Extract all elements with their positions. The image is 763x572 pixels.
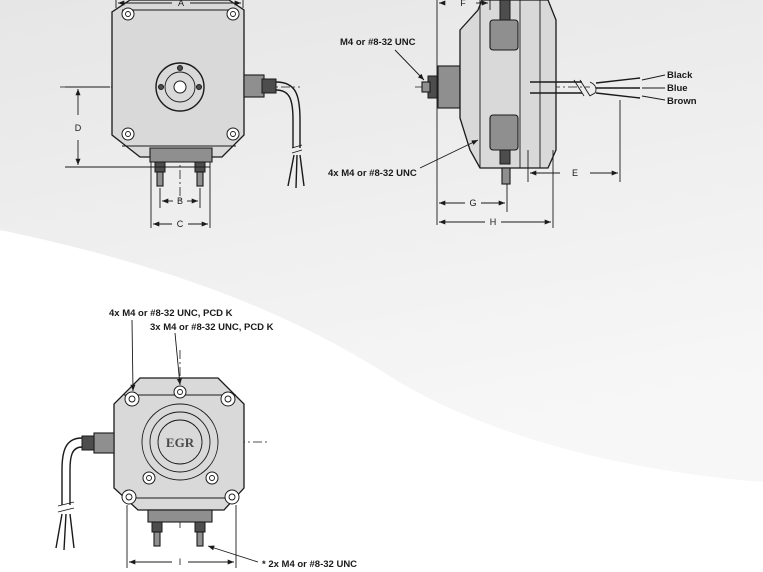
dim-e-label: E [572,168,578,178]
callout-rear-studs: * 2x M4 or #8-32 UNC [262,559,357,570]
callout-rear-outer-holes: 4x M4 or #8-32 UNC, PCD K [109,308,233,319]
rear-view: EGR 4x M4 or #8-32 UNC, PCD K 3x M4 or [55,308,357,570]
wire-color-brown: Brown [667,96,697,107]
callout-rear-inner-holes: 3x M4 or #8-32 UNC, PCD K [150,322,274,333]
wire-color-blue: Blue [667,83,688,94]
dim-a-label: A [178,0,184,8]
dim-b-label: B [177,196,183,206]
rear-outer-holes [121,391,240,505]
callout-side-top-thread: M4 or #8-32 UNC [340,37,416,48]
front-view: A D B C [60,0,305,229]
side-view: Black Blue Brown M4 or #8-32 UNC 4x M4 o… [328,0,697,228]
egr-logo: EGR [166,435,195,450]
rear-inner-holes [142,385,219,485]
dim-d-label: D [75,123,82,133]
callout-side-bottom-thread: 4x M4 or #8-32 UNC [328,168,417,179]
dim-h-label: H [490,217,497,227]
dim-g-label: G [469,198,476,208]
dim-f-label: F [460,0,466,8]
dim-i-label: I [179,557,182,567]
front-corner-holes [121,7,240,141]
dim-c-label: C [177,219,184,229]
wire-color-black: Black [667,70,693,81]
